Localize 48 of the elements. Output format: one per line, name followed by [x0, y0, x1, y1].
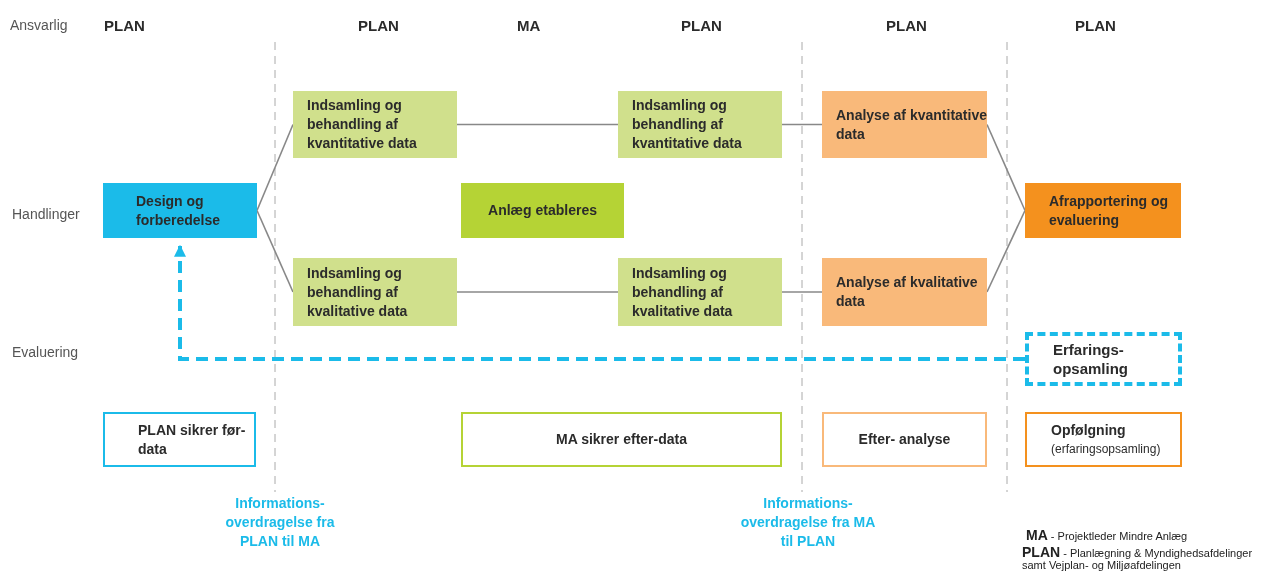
node-label: Analyse af kvantitative data	[836, 105, 987, 144]
connector-line	[781, 123, 823, 126]
node-label: Indsamling og behandling af kvantitative data	[307, 96, 418, 153]
process-box	[293, 91, 457, 158]
process-box	[103, 183, 257, 238]
node-label: Analyse af kvalitative data	[836, 273, 979, 311]
outlined-box	[1025, 412, 1182, 467]
process-box	[461, 183, 624, 238]
node-label: MA sikrer efter-data	[555, 430, 688, 449]
node-label: Indsamling og behandling af kvantitative data	[632, 96, 743, 153]
node-label: PLAN sikrer før-data	[138, 420, 247, 459]
row-label: Ansvarlig	[10, 17, 68, 33]
node-label: Erfarings- opsamling	[1053, 340, 1129, 378]
node-label: Efter- analyse	[857, 430, 952, 449]
handover-note: Informations- overdragelse fra MA til PLAN	[739, 494, 877, 551]
connector-line	[781, 291, 823, 293]
node-label: Design og forberedelse	[136, 191, 222, 230]
node-label: Indsamling og behandling af kvalitative data	[307, 263, 409, 321]
connector-line	[456, 291, 619, 293]
node-label: Anlæg etableres	[487, 201, 598, 220]
connector-line	[456, 123, 619, 126]
row-label: Evaluering	[12, 344, 79, 360]
node-label: Opfølgning	[1051, 420, 1127, 440]
legend-note: MA - Projektleder Mindre Anlæg	[1026, 527, 1189, 543]
column-header: PLAN	[681, 17, 722, 34]
dashed-arrow	[174, 244, 1025, 361]
process-box	[618, 258, 782, 326]
legend-note: PLAN - Planlægning & Myndighedsafdelinger samt Vejplan- og Miljøafdelingen	[1022, 546, 1254, 571]
node-label: Afrapportering og evaluering	[1049, 191, 1169, 230]
process-box	[618, 91, 782, 158]
handover-note: Informations- overdragelse fra PLAN til MA	[224, 494, 336, 551]
column-header: PLAN	[104, 17, 145, 34]
connector-line	[986, 209, 1026, 293]
outlined-box	[103, 412, 256, 467]
dashed-box	[1025, 332, 1182, 386]
process-box	[822, 258, 987, 326]
column-header: PLAN	[358, 17, 399, 34]
row-label: Handlinger	[12, 206, 80, 222]
node-subtext: (erfaringsopsamling)	[1051, 440, 1162, 458]
process-box	[1025, 183, 1181, 238]
column-header: PLAN	[886, 17, 927, 34]
outlined-box	[461, 412, 782, 467]
column-header: MA	[517, 17, 541, 34]
node-label: Indsamling og behandling af kvalitative data	[632, 263, 734, 321]
outlined-box	[822, 412, 987, 467]
process-box	[293, 258, 457, 326]
process-box	[822, 91, 987, 158]
column-header: PLAN	[1075, 17, 1116, 34]
